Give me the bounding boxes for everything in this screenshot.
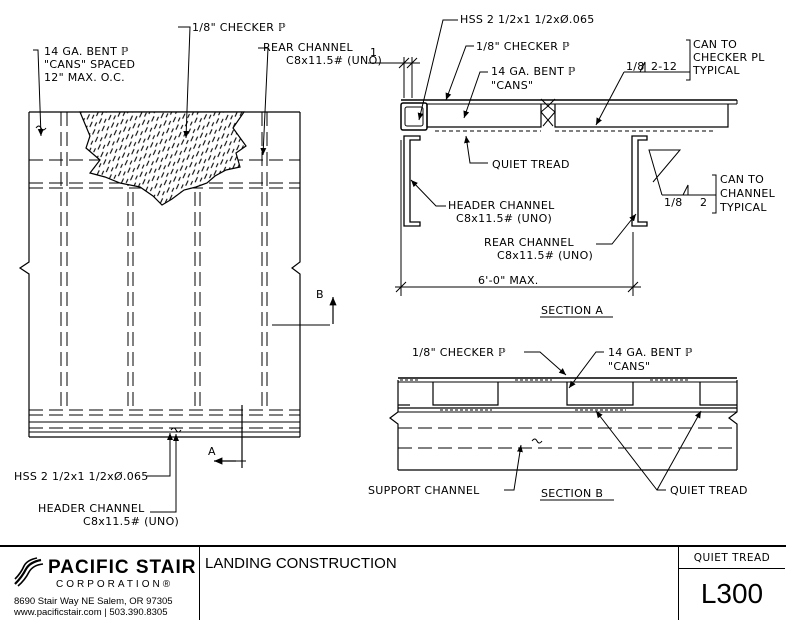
plan-left-edge (18, 112, 30, 437)
sec-a-dim-small: 1 (370, 46, 377, 59)
sec-a-weld-top-spacing: 2-12 (651, 60, 677, 73)
section-b-drawing (389, 351, 738, 501)
company-subtitle: CORPORATION® (56, 579, 174, 590)
section-cut-markers (214, 297, 337, 468)
sec-b-cans-label-2: "CANS" (608, 360, 650, 373)
plan-header-channel-label-1: HEADER CHANNEL (38, 502, 145, 515)
drawing-title: LANDING CONSTRUCTION (205, 555, 397, 572)
plan-view-labels: 1/8" CHECKER ℙ 14 GA. BENT ℙ "CANS" SPAC… (14, 21, 382, 528)
company-logo-icon (14, 557, 44, 587)
sec-b-cans-label-1: 14 GA. BENT ℙ (608, 346, 693, 359)
sec-a-weld-bottom-note-3: TYPICAL (719, 201, 767, 214)
checker-plate-patch (79, 111, 247, 206)
cut-a-label: A (208, 445, 216, 458)
plan-header-channel-label-2: C8x11.5# (UNO) (83, 515, 179, 528)
company-logo-block: PACIFIC STAIR CORPORATION® 8690 Stair Wa… (0, 547, 200, 620)
section-a-drawing (368, 19, 738, 318)
sec-a-weld-top-note-2: CHECKER PL (693, 51, 765, 64)
sec-a-quiet-tread-label: QUIET TREAD (492, 158, 570, 171)
sec-a-weld-top-note-1: CAN TO (693, 38, 737, 51)
plan-hss-label: HSS 2 1/2x1 1/2xØ.065 (14, 470, 149, 483)
plan-view (18, 26, 337, 513)
plan-cans-label-2: "CANS" SPACED (44, 58, 135, 71)
sec-a-header-channel-label-1: HEADER CHANNEL (448, 199, 555, 212)
plan-right-edge (291, 112, 301, 437)
sec-a-dim-width: 6'-0" MAX. (478, 274, 539, 287)
plan-checker-label: 1/8" CHECKER ℙ (192, 21, 286, 34)
sec-a-weld-bottom-note-1: CAN TO (720, 173, 764, 186)
sec-a-weld-bottom-size: 1/8 (664, 196, 683, 209)
sec-b-title: SECTION B (541, 487, 603, 500)
sec-a-rear-channel-label-1: REAR CHANNEL (484, 236, 574, 249)
sec-a-title: SECTION A (541, 304, 603, 317)
cut-b-label: B (316, 288, 324, 301)
company-name: PACIFIC STAIR (48, 557, 197, 578)
sheet-info: QUIET TREAD L300 (678, 547, 786, 620)
plan-rear-channel-label-1: REAR CHANNEL (263, 41, 353, 54)
sec-b-quiet-tread-label: QUIET TREAD (670, 484, 748, 497)
company-address: 8690 Stair Way NE Salem, OR 97305 (14, 596, 173, 607)
sec-a-hss-label: HSS 2 1/2x1 1/2xØ.065 (460, 13, 595, 26)
section-b-labels: 1/8" CHECKER ℙ 14 GA. BENT ℙ "CANS" SUPP… (368, 346, 748, 500)
sheet-number: L300 (700, 578, 764, 609)
plan-rear-channel-label-2: C8x11.5# (UNO) (286, 54, 382, 67)
sec-a-weld-bottom-spacing: 2 (700, 196, 707, 209)
plan-cans-label-3: 12" MAX. O.C. (44, 71, 125, 84)
sheet-category: QUIET TREAD (679, 547, 785, 569)
sec-a-cans-label-1: 14 GA. BENT ℙ (491, 65, 576, 78)
sec-a-weld-top-size: 1/8 (626, 60, 645, 73)
title-block: PACIFIC STAIR CORPORATION® 8690 Stair Wa… (0, 545, 786, 620)
sec-a-rear-channel-label-2: C8x11.5# (UNO) (497, 249, 593, 262)
sec-b-support-channel-label: SUPPORT CHANNEL (368, 484, 480, 497)
company-contact: www.pacificstair.com | 503.390.8305 (14, 607, 168, 618)
sec-b-checker-label: 1/8" CHECKER ℙ (412, 346, 506, 359)
sec-a-checker-label: 1/8" CHECKER ℙ (476, 40, 570, 53)
section-a-labels: HSS 2 1/2x1 1/2xØ.065 1/8" CHECKER ℙ 14 … (370, 13, 776, 317)
plan-cans-label-1: 14 GA. BENT ℙ (44, 45, 129, 58)
sec-a-header-channel-label-2: C8x11.5# (UNO) (456, 212, 552, 225)
sec-a-cans-label-2: "CANS" (491, 79, 533, 92)
sec-a-weld-top-note-3: TYPICAL (692, 64, 740, 77)
sec-a-weld-bottom-note-2: CHANNEL (720, 187, 776, 200)
